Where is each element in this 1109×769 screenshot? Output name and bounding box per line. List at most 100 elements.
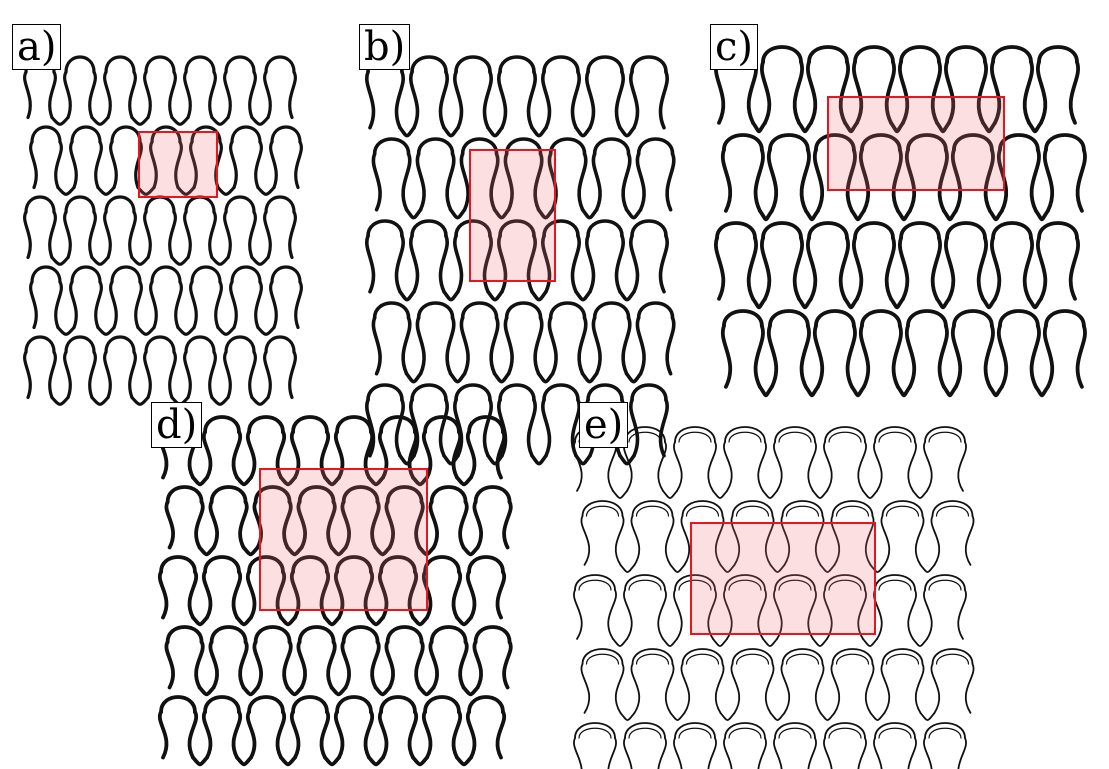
loop-head [807,221,849,240]
sinker-loop [96,185,116,196]
loop-leg [326,640,337,690]
loop-head [150,125,182,144]
loop-leg [415,316,426,376]
loop-leg [891,148,903,213]
loop-head [253,625,292,644]
loop-head-inner [735,505,770,517]
loop-leg [607,441,617,492]
sinker-loop [367,475,385,487]
loop-leg [983,148,995,213]
loop-leg [873,441,883,492]
sinker-loop [285,685,304,697]
loop-leg [465,570,477,620]
loop-leg [248,350,257,400]
loop-leg [282,500,293,550]
loop-leg [414,500,425,550]
loop-leg [414,640,425,690]
sinker-loop [136,325,156,336]
loop-leg [502,500,513,550]
loop-leg [807,589,817,640]
loop-head [952,309,994,328]
sinker-loop [797,296,813,310]
loop-leg [143,210,152,260]
loop-leg [208,640,219,690]
loop-leg [996,324,1009,389]
loop-head [630,55,668,74]
loop-leg [248,70,257,120]
loop-leg [944,236,956,301]
loop-head [473,625,512,644]
loop-leg [333,430,345,480]
loop-head [548,301,587,320]
loop-leg [459,152,470,212]
loop-head-inner [678,727,712,739]
loop-leg [458,500,469,550]
loop-head [247,555,285,574]
sinker-loop [758,208,774,222]
sinker-loop [869,564,886,574]
loop-head-inner [728,431,762,443]
loop-leg [630,663,641,714]
loop-leg [880,515,891,566]
loop-head [64,335,96,354]
loop-head [824,426,866,443]
loop-leg [838,236,850,301]
loop-head-inner [828,579,862,591]
loop-leg [319,570,331,620]
loop-head-inner [835,653,870,665]
sinker-loop [797,120,813,134]
sinker-loop [843,296,859,310]
knit-drawing-e [573,426,975,769]
loop-leg [370,500,381,550]
loop-leg [231,710,243,760]
loop-head [768,309,810,328]
loop-leg [964,663,975,714]
loop-leg [497,70,508,130]
loop-leg [723,737,733,769]
sinker-loop [530,125,548,138]
loop-head [722,133,764,152]
loop-head [341,485,380,504]
loop-head [631,500,674,517]
sinker-loop [373,685,392,697]
sinker-loop [56,325,76,336]
loop-head [592,137,631,156]
loop-leg [229,280,238,330]
sinker-loop [719,712,736,722]
loop-leg [254,280,263,330]
loop-leg [394,398,405,458]
panel-label-c: c) [710,24,759,70]
loop-leg [109,280,118,330]
loop-head [379,555,417,574]
loop-leg [495,430,507,480]
panel-c: c) [706,18,1104,398]
loop-leg [482,234,493,294]
loop-head [224,55,256,74]
loop-leg [208,350,217,400]
sinker-loop [919,712,936,722]
panel-label-b: b) [359,24,411,70]
loop-leg [673,589,683,640]
loop-leg [503,316,514,376]
loop-leg [445,316,456,376]
loop-leg [629,70,640,130]
sinker-loop [912,638,928,648]
sinker-loop [850,208,866,222]
loop-leg [773,589,783,640]
loop-leg [757,441,767,492]
loop-leg [823,441,833,492]
loop-head [724,574,766,591]
loop-head [998,309,1040,328]
loop-head [831,500,874,517]
loop-head-inner [928,431,962,443]
loop-leg [773,441,783,492]
loop-leg [707,589,717,640]
sinker-loop [367,755,385,767]
loop-leg [891,324,903,389]
loop-head-inner [785,653,820,665]
loop-leg [187,570,199,620]
loop-head [64,195,96,214]
loop-head [592,301,631,320]
sinker-loop [869,712,886,722]
loop-leg [591,152,602,212]
